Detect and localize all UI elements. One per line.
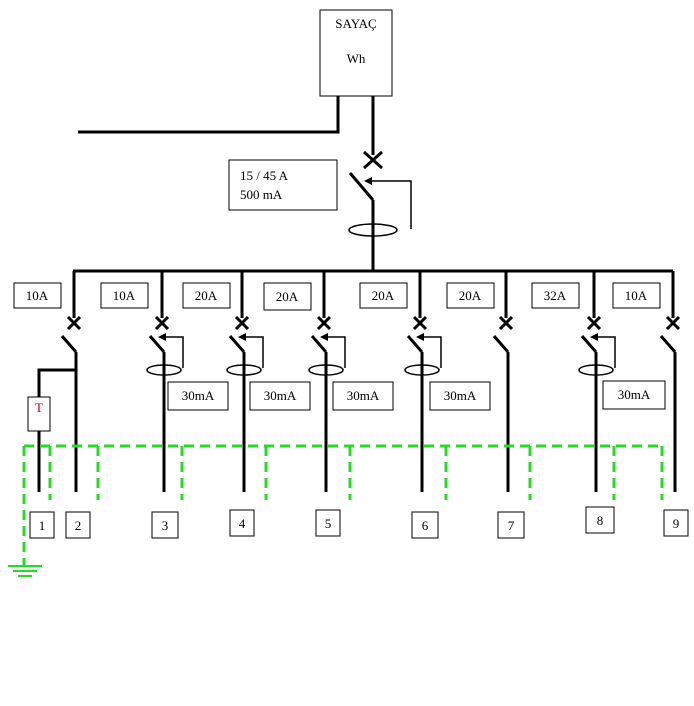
- breaker-box-3: [182, 282, 231, 309]
- feeder-lines: [72, 271, 675, 318]
- breaker-crosses: [66, 315, 681, 331]
- breaker-rating-4: 20A: [276, 289, 299, 304]
- main-breaker-cross: [363, 150, 383, 170]
- rcd-units: [146, 333, 616, 376]
- circuit-number-5: 5: [325, 516, 332, 531]
- circuit-box-9: [663, 509, 689, 537]
- breaker-rating-8: 10A: [625, 288, 648, 303]
- earth-conductor: [22, 444, 664, 565]
- breaker-box-1: [13, 282, 62, 309]
- rcd-label-2: 30mA: [264, 388, 297, 403]
- breaker-box-8: [612, 282, 661, 309]
- rcd-box-3: [332, 381, 394, 411]
- main-breaker-sensitivity: 500 mA: [240, 187, 283, 202]
- rcd-label-3: 30mA: [347, 388, 380, 403]
- main-breaker-contact: [348, 172, 375, 201]
- main-breaker-rating: 15 / 45 A: [240, 168, 289, 183]
- main-breaker-label-box: [228, 159, 338, 211]
- breaker-box-6: [446, 282, 495, 309]
- rcd-label-4: 30mA: [444, 388, 477, 403]
- circuit-box-6: [411, 511, 439, 539]
- breaker-rating-3: 20A: [195, 288, 218, 303]
- breaker-rating-6: 20A: [459, 288, 482, 303]
- breaker-box-5: [359, 282, 408, 309]
- circuit-number-4: 4: [239, 516, 246, 531]
- meter-unit: Wh: [347, 51, 366, 66]
- circuit-box-5: [315, 509, 341, 537]
- circuit-number-8: 8: [597, 513, 604, 528]
- rcd-label-5: 30mA: [618, 387, 651, 402]
- timer-label: T: [35, 400, 43, 415]
- circuit-number-7: 7: [508, 518, 515, 533]
- breaker-rating-2: 10A: [113, 288, 136, 303]
- ground-symbol: [8, 565, 42, 577]
- circuit-box-2: [65, 511, 91, 539]
- rcd-box-2: [249, 381, 311, 411]
- main-rcd-trip-arrow: [368, 180, 412, 229]
- breaker-box-2: [100, 282, 149, 309]
- circuit-box-4: [229, 509, 255, 537]
- circuit-number-2: 2: [75, 518, 82, 533]
- circuit-number-6: 6: [422, 518, 429, 533]
- main-rcd-arrowhead: [364, 177, 372, 185]
- breaker-rating-5: 20A: [372, 288, 395, 303]
- meter-box: [319, 9, 393, 97]
- meter-title: SAYAÇ: [335, 16, 376, 31]
- rcd-box-5: [602, 380, 666, 410]
- circuit-number-3: 3: [162, 518, 169, 533]
- main-rcd-toroid: [348, 223, 398, 237]
- breaker-rating-7: 32A: [544, 288, 567, 303]
- breaker-contacts: [60, 335, 677, 353]
- circuit-lines: [74, 352, 677, 492]
- circuit-number-9: 9: [673, 516, 680, 531]
- circuit-box-7: [497, 511, 525, 539]
- rcd-box-1: [167, 381, 229, 411]
- breaker-rating-1: 10A: [26, 288, 49, 303]
- rcd-label-1: 30mA: [182, 388, 215, 403]
- rcd-box-4: [429, 381, 491, 411]
- breaker-box-4: [263, 282, 312, 311]
- supply-line: [78, 96, 340, 134]
- breaker-box-7: [531, 282, 580, 309]
- circuit-box-1: [29, 511, 55, 539]
- timer-branch-line: [37, 368, 76, 397]
- circuit-box-8: [585, 506, 615, 534]
- circuit-number-1: 1: [39, 518, 46, 533]
- circuit-box-3: [151, 511, 179, 539]
